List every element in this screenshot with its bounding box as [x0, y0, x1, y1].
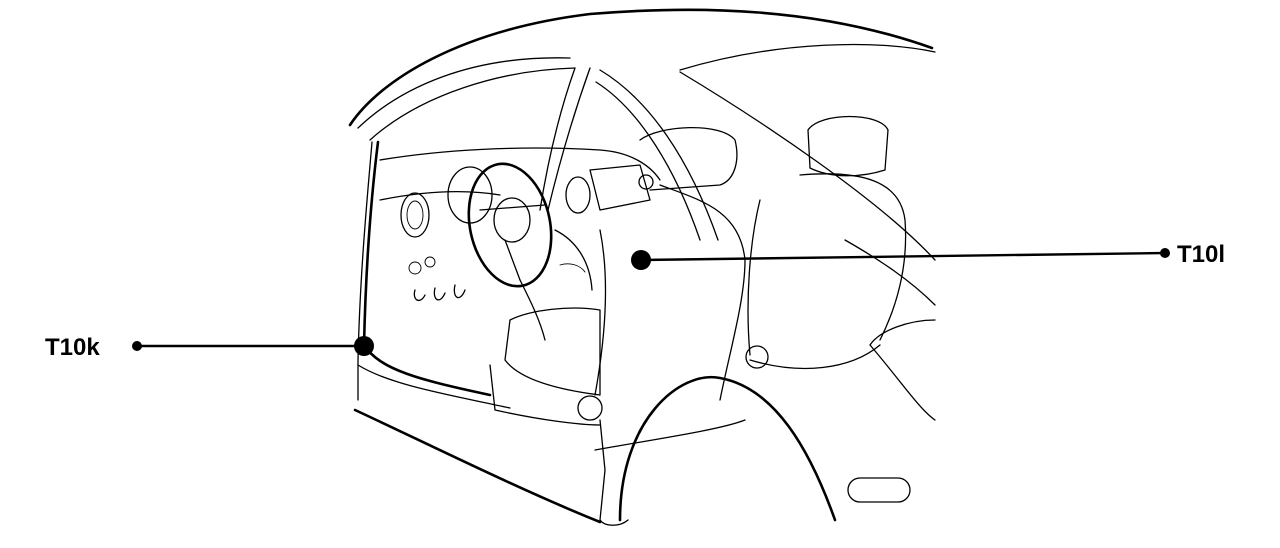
- rear-wheel-arch: [618, 375, 837, 522]
- rear-seat-side: [747, 199, 761, 356]
- roof-outline: [348, 8, 934, 127]
- rocker-panel: [353, 408, 602, 524]
- rear-seat-cushion: [749, 344, 881, 369]
- t10l-end-dot: [1160, 248, 1170, 258]
- front-seat-base: [489, 364, 601, 426]
- door-sill: [362, 343, 492, 397]
- t10l-leader-line: [640, 251, 1166, 262]
- seat-pillar-lower: [599, 419, 629, 526]
- rear-headrest: [807, 115, 889, 177]
- steering-wheel-hub: [493, 197, 531, 243]
- pedal-1: [413, 289, 426, 302]
- rear-seat-back: [799, 173, 907, 341]
- rear-pillar-curve: [679, 71, 936, 261]
- t10k-end-dot: [132, 341, 142, 351]
- console-detail: [559, 263, 586, 273]
- pedal-2: [433, 287, 446, 301]
- front-seat-cushion: [504, 307, 601, 396]
- rear-trim-panel: [844, 239, 936, 306]
- b-pillar-inner: [595, 81, 701, 241]
- door-frame-inner: [357, 141, 373, 401]
- glovebox: [589, 164, 651, 211]
- front-seat-back: [659, 184, 746, 401]
- t10k-target-dot: [354, 336, 374, 356]
- sill-lower: [357, 364, 511, 409]
- t10l-label: T10l: [1177, 241, 1225, 268]
- steering-column: [519, 279, 546, 341]
- windshield-frame-left: [539, 67, 576, 211]
- seat-recline-knob: [577, 395, 603, 421]
- roof-inner-line: [357, 57, 571, 129]
- rear-body-curve: [869, 344, 936, 421]
- front-seat-back-edge: [594, 229, 607, 396]
- rear-quarter-panel: [869, 319, 936, 346]
- front-seat-headrest: [639, 126, 738, 191]
- dashboard-top: [379, 147, 661, 181]
- dash-switch-2: [424, 256, 436, 268]
- t10k-label: T10k: [45, 334, 100, 361]
- rear-seat-knob: [745, 345, 769, 369]
- rear-side-marker: [847, 477, 911, 503]
- pedal-3: [453, 284, 466, 299]
- door-frame-front: [362, 140, 380, 347]
- dashboard-lower: [379, 191, 501, 201]
- dash-knob: [638, 174, 654, 190]
- windshield-frame-right: [547, 67, 591, 211]
- steering-spokes: [479, 204, 546, 281]
- t10l-target-dot: [631, 250, 651, 270]
- center-console: [554, 229, 593, 291]
- left-air-vent-inner: [406, 200, 424, 230]
- dash-switch-1: [408, 261, 422, 275]
- rear-roof-line: [679, 43, 936, 71]
- left-air-vent: [400, 192, 430, 238]
- b-pillar-outer: [599, 69, 719, 241]
- a-pillar: [369, 67, 576, 141]
- body-side-line: [594, 419, 746, 451]
- center-vent: [565, 176, 591, 214]
